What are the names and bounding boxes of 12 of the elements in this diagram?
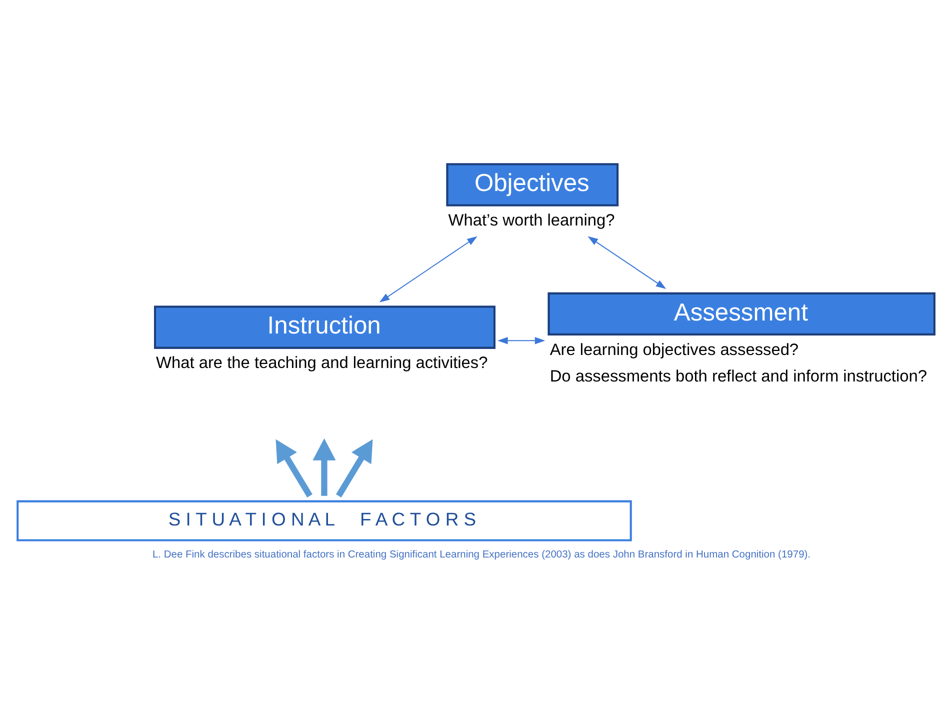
node-label: What’s worth learning?	[448, 211, 615, 230]
node-box: S I T U A T I O N A L F A C T O R S	[16, 500, 632, 541]
node-label: Are learning objectives assessed?	[550, 340, 799, 358]
arrow	[336, 438, 373, 497]
caption: L. Dee Fink describes situational factors in Creating Significant Learning Experiences (2003) as does John Bransford in Human Cognition (1979).	[152, 549, 811, 560]
node-label: What are the teaching and learning activities?	[156, 354, 488, 372]
arrow	[498, 336, 546, 344]
arrow	[379, 236, 478, 302]
arrow	[276, 438, 312, 497]
node-label: Do assessments both reflect and inform instruction?	[550, 366, 928, 385]
arrow	[312, 438, 336, 496]
arrow	[588, 236, 666, 288]
